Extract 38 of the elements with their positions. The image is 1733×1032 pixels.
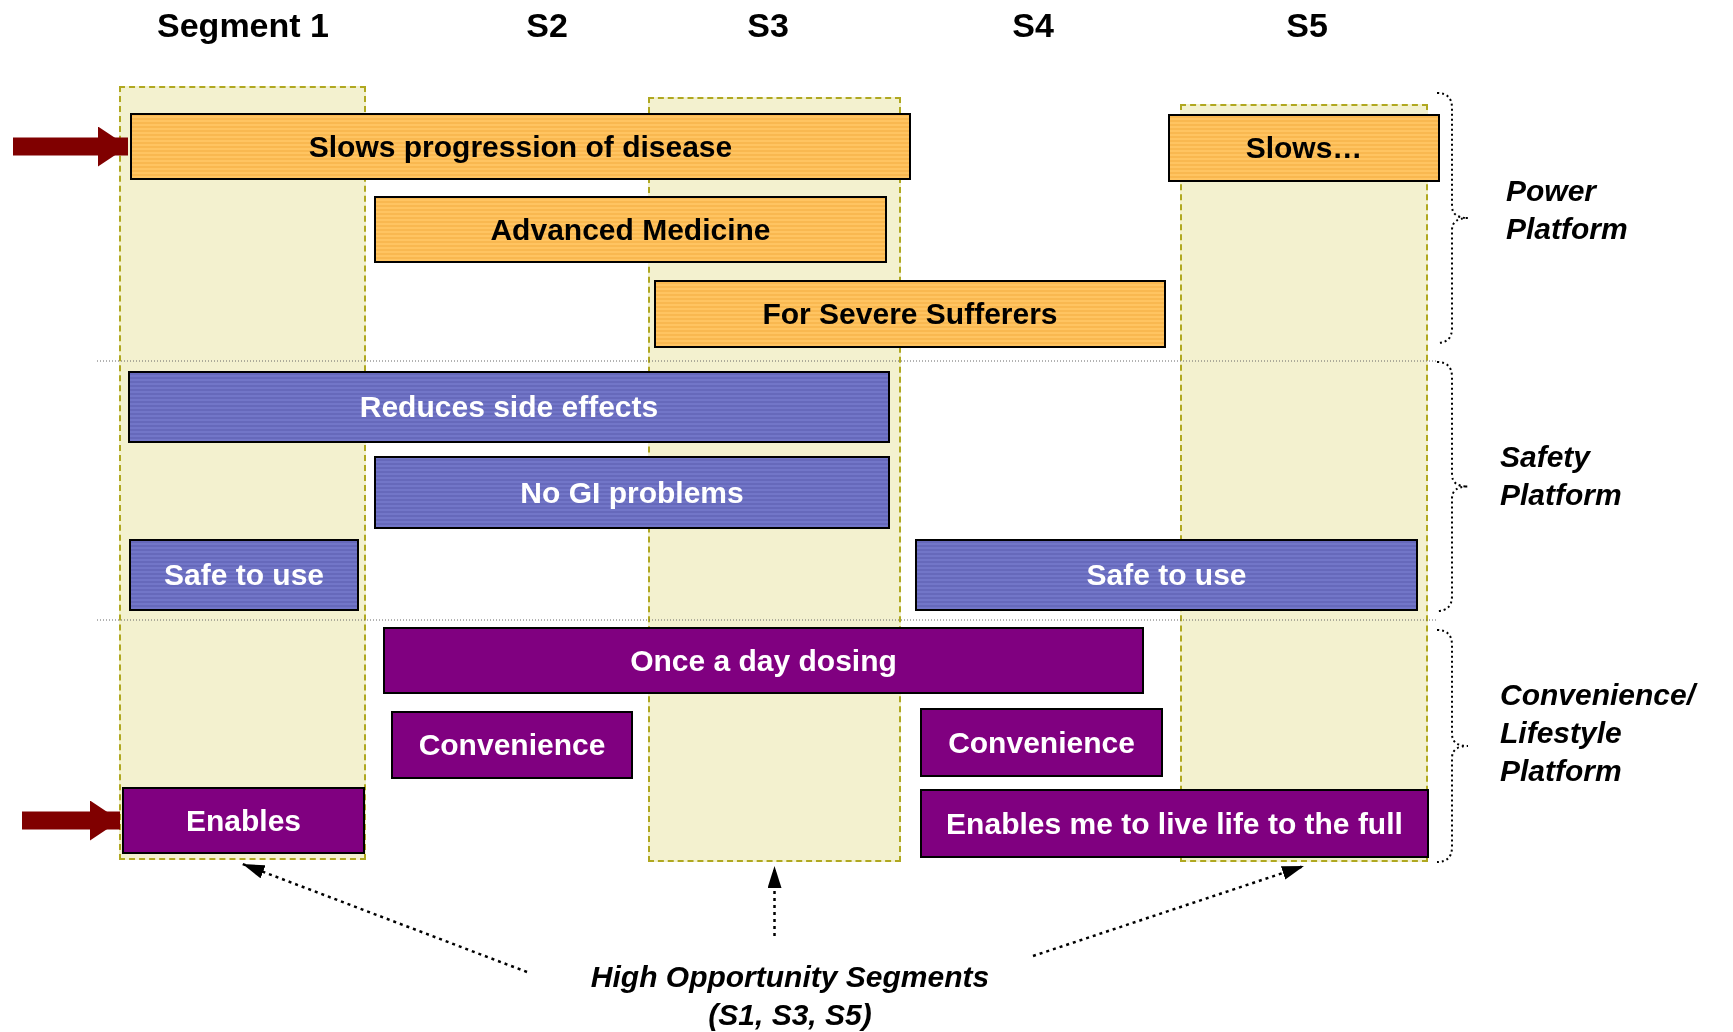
- bar-label: Safe to use: [163, 559, 325, 591]
- bar-label: Enables me to live life to the full: [946, 807, 1403, 840]
- bar-label: No GI problems: [520, 476, 744, 509]
- segment-header: S2: [526, 6, 568, 45]
- benefit-bar: [130, 113, 911, 180]
- bar-label: For Severe Sufferers: [762, 298, 1058, 330]
- block-arrow: [13, 126, 128, 167]
- leader-line: [1032, 864, 1305, 958]
- benefit-bar: [920, 708, 1163, 777]
- benefit-bar: [654, 280, 1166, 348]
- benefit-bar: [915, 539, 1418, 611]
- bar-label: Slows progression of disease: [308, 130, 733, 163]
- leader-line: [242, 862, 528, 974]
- segment-header: S5: [1286, 6, 1328, 45]
- bar-label: Reduces side effects: [359, 391, 659, 423]
- benefit-bar: [920, 789, 1429, 858]
- bar-label: Convenience: [948, 726, 1135, 759]
- platform-label: Safety Platform: [1500, 439, 1623, 513]
- benefit-bar: [374, 196, 887, 263]
- bar-label: Enables: [185, 804, 302, 837]
- benefit-bar: [391, 711, 633, 779]
- block-arrow: [22, 800, 120, 841]
- benefit-bar: [128, 371, 890, 443]
- benefit-bar: [374, 456, 890, 529]
- bar-label: Safe to use: [1086, 559, 1247, 591]
- bar-label: Slows…: [1245, 132, 1363, 164]
- leader-line: [767, 866, 782, 936]
- callout-text: High Opportunity Segments (S1, S3, S5): [560, 958, 1020, 1032]
- segment-header: Segment 1: [157, 6, 329, 45]
- benefit-bar: [383, 627, 1144, 694]
- bar-label: Advanced Medicine: [490, 213, 771, 246]
- platform-label: Convenience/ Lifestyle Platform: [1500, 677, 1699, 789]
- benefit-bar: [1168, 114, 1440, 182]
- bar-label: Convenience: [418, 729, 606, 761]
- bar-label: Once a day dosing: [630, 644, 897, 677]
- segment-header: S3: [747, 6, 789, 45]
- platform-label: Power Platform: [1506, 173, 1629, 247]
- segment-header: S4: [1012, 6, 1054, 45]
